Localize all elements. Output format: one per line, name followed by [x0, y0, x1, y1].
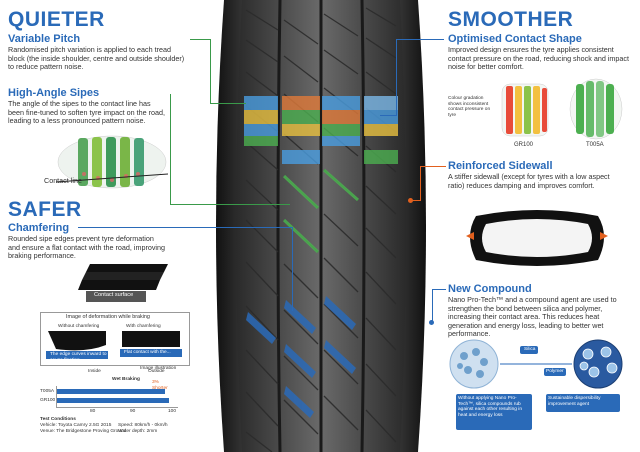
tyre-illustration — [216, 0, 426, 452]
new-compound-heading: New Compound — [448, 283, 532, 295]
gradation-note: Colour gradation shows inconsistent cont… — [448, 96, 491, 118]
t005a-footprint — [569, 78, 623, 140]
silica-label: Silica — [524, 347, 536, 352]
high-angle-sipes-body: The angle of the sipes to the contact li… — [8, 99, 166, 126]
chart-x-axis — [56, 407, 178, 408]
contact-line-label: Contact line — [44, 176, 82, 185]
compound-diagram — [449, 339, 623, 389]
without-chamfering-label: Without chamfering — [58, 324, 100, 329]
quieter-title: QUIETER — [8, 8, 105, 31]
dispersibility-note: Sustainable dispersibility improvement a… — [546, 394, 620, 412]
chart-inside-label: Inside — [88, 369, 101, 374]
test-conditions-title: Test Conditions — [40, 417, 76, 422]
chart-axis — [56, 386, 57, 408]
high-angle-sipes-connector-h — [170, 204, 290, 205]
chart-outside-label: Outside — [148, 369, 165, 374]
chart-bar-t005a — [57, 389, 165, 394]
sipes-pressure-diagram — [56, 135, 168, 189]
chart-row-label-2: GR100 — [40, 398, 56, 403]
polymer-label: Polymer — [546, 369, 564, 374]
with-chamfering-label: With chamfering — [126, 324, 161, 329]
safer-title: SAFER — [8, 198, 82, 221]
chart-title: Wet Braking — [112, 377, 140, 382]
high-angle-sipes-heading: High-Angle Sipes — [8, 87, 100, 99]
chart-tick-100: 100 — [168, 409, 177, 414]
t005a-label: T005A — [586, 142, 604, 148]
gr100-footprint — [501, 83, 549, 137]
chamfering-connector — [78, 227, 292, 228]
contact-shape-heading: Optimised Contact Shape — [448, 33, 582, 45]
compound-connector-v — [432, 289, 433, 323]
contact-shape-body: Improved design ensures the tyre applies… — [448, 45, 629, 72]
image-illustration-label: Image illustration — [140, 366, 177, 371]
deformation-title: Image of deformation while braking — [66, 314, 150, 320]
test-vehicle: Vehicle: Toyota Camry 2.5G 2015 — [40, 423, 112, 428]
chart-tick-90: 90 — [130, 409, 136, 414]
test-speed: Speed: 80km/h - 0km/h — [118, 423, 168, 428]
reinforced-sidewall-heading: Reinforced Sidewall — [448, 160, 553, 172]
contact-surface-label: Contact surface — [94, 292, 134, 298]
contact-shape-connector-h — [380, 115, 397, 116]
contact-surface-diagram — [78, 264, 168, 302]
variable-pitch-body: Randomised pitch variation is applied to… — [8, 45, 185, 72]
compound-connector-dot — [429, 320, 434, 325]
chart-bar-gr100 — [57, 398, 169, 403]
test-water-depth: Water depth: 2mm — [118, 429, 158, 434]
gr100-label: GR100 — [514, 142, 534, 148]
chart-shorter-label: 3% Shorter — [152, 380, 168, 391]
sidewall-connector — [420, 166, 446, 167]
edge-curve-note: The edge curves inward to cause floating — [50, 352, 107, 363]
smoother-title: SMOOTHER — [448, 8, 574, 31]
chamfering-heading: Chamfering — [8, 222, 70, 234]
sidewall-connector-v — [420, 166, 421, 200]
chart-row-label-1: T005A — [40, 389, 55, 394]
sidewall-cross-section — [466, 210, 608, 266]
without-nanoprotech-note: Without applying Nano Pro-Tech™, silica … — [456, 394, 532, 430]
chamfering-body: Rounded sipe edges prevent tyre deformat… — [8, 234, 166, 261]
contact-shape-connector-v — [396, 39, 397, 115]
new-compound-body: Nano Pro-Tech™ and a compound agent are … — [448, 295, 617, 339]
chamfer-comparison-diagram — [46, 331, 182, 359]
compound-connector — [432, 289, 446, 290]
variable-pitch-connector-h — [210, 103, 246, 104]
contact-shape-connector — [396, 39, 444, 40]
sidewall-connector-dot — [408, 198, 413, 203]
sidewall-connector-h — [412, 200, 421, 201]
chart-tick-80: 80 — [90, 409, 96, 414]
variable-pitch-connector — [190, 39, 210, 40]
chamfering-connector-v — [292, 227, 293, 311]
variable-pitch-heading: Variable Pitch — [8, 33, 81, 45]
test-venue: Venue: The Bridgestone Proving Ground — [40, 429, 127, 434]
flat-contact-note: Flat contact with the... — [124, 350, 171, 355]
reinforced-sidewall-body: A stiffer sidewall (except for tyres wit… — [448, 172, 610, 190]
variable-pitch-connector-v — [210, 39, 211, 103]
high-angle-sipes-connector — [170, 94, 171, 204]
